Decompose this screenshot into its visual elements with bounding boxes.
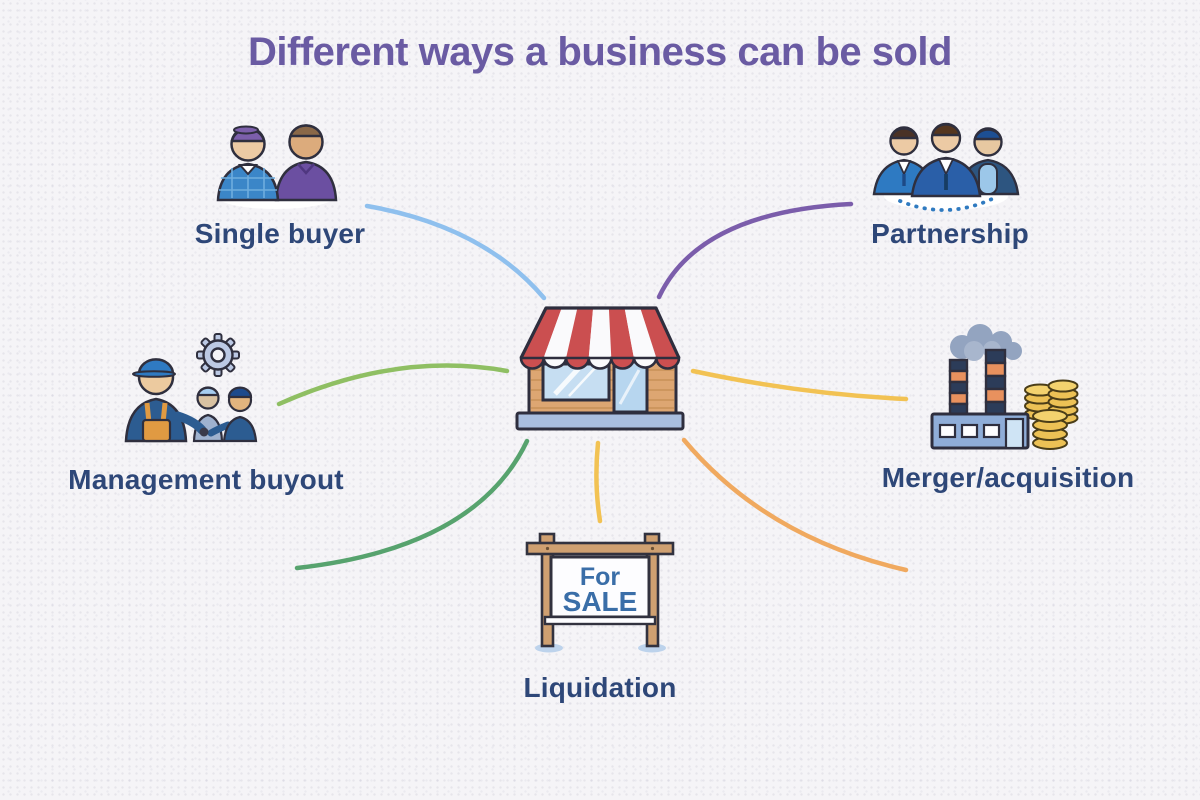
single-buyer-node <box>202 104 352 212</box>
two-buyers-icon <box>216 124 338 209</box>
connector-partnership <box>656 201 854 300</box>
label-merger-acquisition: Merger/acquisition <box>881 462 1135 493</box>
label-partnership: Partnership <box>871 218 1029 249</box>
coin-stack-front <box>1032 409 1068 450</box>
sign-text-line2: SALE <box>563 586 638 617</box>
connector-single-buyer <box>364 203 547 301</box>
storefront-icon <box>515 306 685 431</box>
connector-management-buyout <box>276 363 510 407</box>
factory-coins-icon <box>930 324 1079 450</box>
sign-text-line1: For <box>580 563 621 591</box>
merger-acquisition-node <box>922 322 1082 454</box>
management-buyout-node <box>108 328 273 456</box>
label-single-buyer: Single buyer <box>194 218 366 249</box>
flourish-bottom-right-line <box>681 437 909 573</box>
workers-gear-icon <box>124 333 258 443</box>
label-liquidation: Liquidation <box>523 672 677 703</box>
flourish-bottom-left-line <box>294 438 530 571</box>
connector-merger-acquisition <box>690 368 909 402</box>
central-store-node <box>511 300 689 434</box>
liquidation-node: For SALE <box>525 527 675 657</box>
connector-liquidation <box>594 440 603 524</box>
gear-icon <box>196 333 240 377</box>
label-management-buyout: Management buyout <box>68 464 344 495</box>
page-title: Different ways a business can be sold <box>248 30 952 74</box>
partnership-node <box>866 108 1026 220</box>
for-sale-sign-icon: For SALE <box>525 532 675 653</box>
smoke-cloud <box>950 324 1022 361</box>
three-partners-icon <box>872 122 1020 212</box>
